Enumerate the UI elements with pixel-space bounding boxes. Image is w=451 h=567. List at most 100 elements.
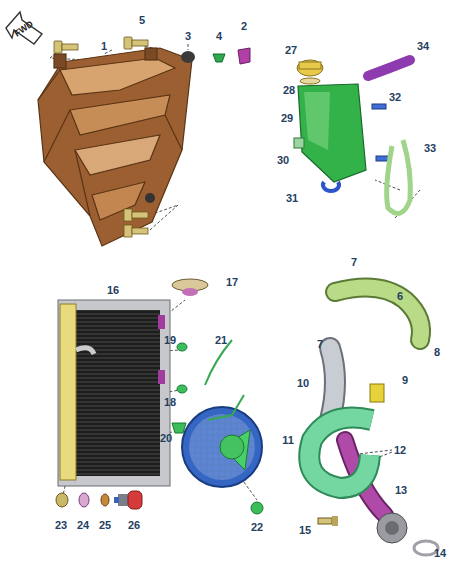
part-drawing <box>60 58 175 95</box>
callout-number: 28 <box>282 85 296 96</box>
part-drawing <box>54 41 62 53</box>
part-drawing <box>335 288 421 341</box>
callout-number: 11 <box>281 435 295 446</box>
callout-number: 29 <box>280 113 294 124</box>
part-drawing <box>56 493 68 507</box>
part-drawing <box>188 44 189 50</box>
part-drawing <box>54 37 148 237</box>
part-drawing <box>377 513 407 543</box>
part-drawing <box>38 70 182 216</box>
part-drawing <box>309 418 372 489</box>
callout-number: 4 <box>215 31 223 42</box>
part-drawing <box>38 48 192 246</box>
part-drawing <box>177 385 187 393</box>
part-drawing <box>189 414 255 480</box>
part-drawing <box>128 491 142 509</box>
callout-number: 19 <box>163 335 177 346</box>
part-drawing <box>60 304 76 480</box>
callout-number: 13 <box>394 485 408 496</box>
part-drawing <box>158 370 165 384</box>
callout-number: 10 <box>296 378 310 389</box>
callout-number: 16 <box>106 285 120 296</box>
part-drawing <box>189 414 255 480</box>
part-drawing <box>76 348 94 354</box>
part-drawing <box>385 521 399 535</box>
part-drawing <box>181 51 195 63</box>
callout-number: 17 <box>225 277 239 288</box>
part-drawing <box>309 418 372 489</box>
part-drawing <box>75 135 160 175</box>
callout-number: 1 <box>100 41 108 52</box>
callout-number: 12 <box>393 445 407 456</box>
part-drawing <box>124 209 132 221</box>
part-drawing <box>299 62 321 69</box>
part-drawing <box>158 315 165 329</box>
callout-number: 32 <box>388 92 402 103</box>
callout-number: 30 <box>276 155 290 166</box>
part-drawing <box>145 193 155 203</box>
part-drawing <box>368 60 410 76</box>
part-drawing <box>58 300 170 486</box>
part-drawing <box>172 343 187 433</box>
part-drawing <box>177 343 187 351</box>
part-drawing <box>124 225 132 237</box>
callout-number: 22 <box>250 522 264 533</box>
callout-number: 23 <box>54 520 68 531</box>
part-drawing <box>132 212 148 218</box>
part-drawing <box>251 502 263 514</box>
part-drawing <box>50 44 420 500</box>
part-drawing <box>6 12 42 44</box>
callout-number: 25 <box>98 520 112 531</box>
part-drawing <box>372 104 390 161</box>
callout-number: 14 <box>433 548 447 559</box>
part-drawing <box>370 384 384 402</box>
callout-number: 15 <box>298 525 312 536</box>
part-drawing <box>182 407 262 487</box>
callout-number: 8 <box>433 347 441 358</box>
part-drawing <box>213 54 225 62</box>
part-drawing <box>79 493 89 507</box>
part-drawing <box>62 44 78 50</box>
part-drawing <box>74 310 160 476</box>
callout-number: 2 <box>240 21 248 32</box>
part-drawing <box>132 40 148 46</box>
part-drawing <box>304 92 330 150</box>
part-drawing <box>145 48 157 60</box>
callout-number: 5 <box>138 15 146 26</box>
part-drawing <box>294 138 304 148</box>
part-drawing <box>318 518 332 524</box>
part-drawing <box>372 104 386 109</box>
part-drawing <box>205 340 232 385</box>
part-drawing <box>70 95 170 135</box>
callout-number: 3 <box>184 31 192 42</box>
part-drawing <box>182 288 198 296</box>
callout-number: 33 <box>423 143 437 154</box>
part-drawing <box>238 48 250 64</box>
callout-number: 24 <box>76 520 90 531</box>
part-drawing <box>332 516 338 526</box>
part-drawing <box>101 494 109 506</box>
callout-number: 9 <box>401 375 409 386</box>
part-drawing <box>114 497 119 503</box>
part-drawing <box>118 494 128 506</box>
part-drawing <box>54 54 66 68</box>
part-drawing <box>298 84 366 182</box>
part-drawing <box>132 228 148 234</box>
callout-number: 26 <box>127 520 141 531</box>
callout-number: 18 <box>163 397 177 408</box>
part-drawing <box>124 37 132 49</box>
part-drawing <box>38 48 192 246</box>
callout-number: 27 <box>284 45 298 56</box>
part-drawing <box>300 78 320 84</box>
part-drawing <box>335 288 421 341</box>
callout-number: 6 <box>396 291 404 302</box>
callout-number: 7 <box>316 339 324 350</box>
callout-number: 31 <box>285 193 299 204</box>
part-drawing <box>172 423 186 433</box>
part-drawing <box>387 140 411 213</box>
callout-number: 21 <box>214 335 228 346</box>
callout-number: 20 <box>159 433 173 444</box>
part-drawing <box>323 182 339 191</box>
